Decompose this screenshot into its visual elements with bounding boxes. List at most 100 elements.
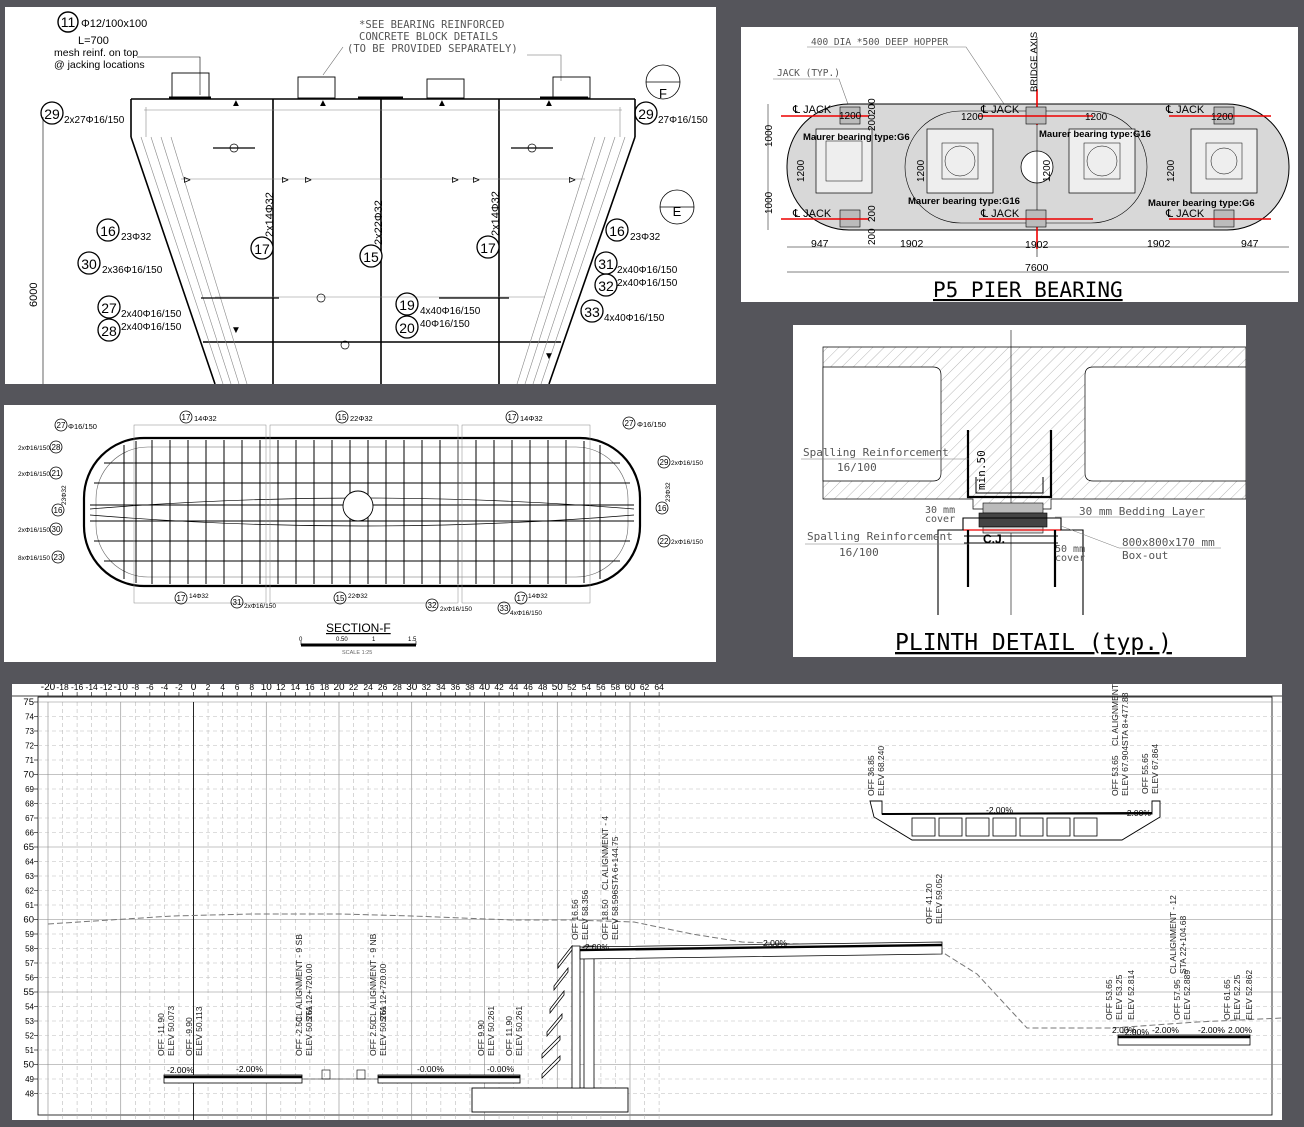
x-tick-label: 40 xyxy=(479,684,491,693)
section-f-title: SECTION-F xyxy=(326,621,391,635)
bridge-axis-label: BRIDGE AXIS xyxy=(1029,32,1040,92)
station-elev: ELEV 50.261 xyxy=(514,1006,524,1056)
bearing-plan-drawing: 400 DIA *500 DEEP HOPPER JACK (TYP.) BRI… xyxy=(764,32,1290,302)
slope-label: -0.00% xyxy=(417,1064,444,1074)
x-tick-label: 0 xyxy=(191,684,197,693)
station-off: OFF 53.65 xyxy=(1104,979,1114,1020)
x-tick-label: 48 xyxy=(538,684,548,692)
y-tick-label: 70 xyxy=(23,770,34,781)
label-number: 22 xyxy=(660,537,669,546)
jack-note: JACK (TYP.) xyxy=(777,68,840,79)
label-text: Φ16/150 xyxy=(68,422,97,431)
spalling-label-1: Spalling Reinforcement xyxy=(803,446,949,459)
bar-11-length: L=700 xyxy=(78,35,109,47)
cover-30: 30 mm xyxy=(925,505,955,516)
station-sta: STA 8+477.88 xyxy=(1120,692,1130,746)
scale-tick: 0.50 xyxy=(336,637,348,643)
x-tick-label: 14 xyxy=(291,684,301,692)
label-text: 14Φ32 xyxy=(194,414,217,423)
x-tick-label: 56 xyxy=(596,684,606,692)
callout-number: 19 xyxy=(399,297,415,313)
label-number: 23 xyxy=(54,553,63,562)
x-tick-label: 54 xyxy=(582,684,592,692)
label-number: 17 xyxy=(508,413,517,422)
y-tick-label: 54 xyxy=(25,1003,34,1012)
callout-number: 33 xyxy=(584,304,600,320)
callout-text: 27Φ16/150 xyxy=(658,115,708,126)
svg-text:▼: ▼ xyxy=(544,351,554,362)
label-text: 2xΦ16/150 xyxy=(671,539,703,546)
label-text: 2xΦ16/150 xyxy=(440,606,472,613)
label-number: 21 xyxy=(52,469,61,478)
svg-text:⊳: ⊳ xyxy=(183,175,191,186)
label-number: 31 xyxy=(233,598,242,607)
x-tick-label: 10 xyxy=(261,684,273,693)
svg-text:⊳: ⊳ xyxy=(281,175,289,186)
bar-11-note-1: mesh reinf. on top xyxy=(54,47,138,59)
y-tick-label: 59 xyxy=(25,930,34,939)
bearing-label: Maurer bearing type:G6 xyxy=(1148,198,1255,209)
svg-text:⊳: ⊳ xyxy=(472,175,480,186)
station-off: OFF 41.20 xyxy=(924,883,934,924)
slope-label: 2.00% xyxy=(1112,1025,1137,1035)
x-tick-label: 34 xyxy=(436,684,446,692)
section-marker-f: F xyxy=(659,86,667,101)
dim-1200: 1200 xyxy=(1085,112,1108,123)
bottom-dim: 947 xyxy=(1241,238,1259,250)
jack-label: ℄ JACK xyxy=(1165,208,1205,220)
y-tick-label: 71 xyxy=(25,756,34,765)
y-tick-label: 50 xyxy=(23,1060,34,1071)
slope-label: -2.00% xyxy=(986,805,1013,815)
boxout-label: 800x800x170 mm xyxy=(1122,536,1215,549)
x-tick-label: -20 xyxy=(41,684,56,693)
y-axis-ticks: 7574737271706968676665646362616059585756… xyxy=(23,697,38,1099)
station-cl: CL ALIGNMENT xyxy=(1110,684,1120,746)
y-tick-label: 72 xyxy=(25,742,34,751)
station-off: OFF 2.50 xyxy=(368,1020,378,1056)
slope-label: -0.00% xyxy=(487,1064,514,1074)
station-sta: STA 12+720.00 xyxy=(378,964,388,1022)
station-elev: ELEV 50.113 xyxy=(194,1006,204,1056)
spalling-label-2b: 16/100 xyxy=(839,546,879,559)
station-cl: CL ALIGNMENT - 9 NB xyxy=(368,933,378,1022)
station-sta: STA 12+720.00 xyxy=(304,964,314,1022)
callout-text: 2x40Φ16/150 xyxy=(617,278,678,289)
y-tick-label: 52 xyxy=(25,1032,34,1041)
x-tick-label: 26 xyxy=(378,684,388,692)
station-elev: ELEV 52.25 xyxy=(1232,974,1242,1020)
spalling-label-2: Spalling Reinforcement xyxy=(807,530,953,543)
dim-1000: 1000 xyxy=(764,191,775,214)
station-sta: STA 6+144.75 xyxy=(610,836,620,890)
svg-text:⊳: ⊳ xyxy=(451,175,459,186)
station-off: OFF 18.50 xyxy=(600,899,610,940)
station-sta: STA 22+104.68 xyxy=(1178,916,1188,974)
callout-number: 28 xyxy=(101,323,117,339)
bedding-layer: 30 mm Bedding Layer xyxy=(1079,505,1205,518)
plinth-detail-panel: Spalling Reinforcement 16/100 min.50 30 … xyxy=(793,325,1246,657)
section-f-panel: 27 Φ16/150 17 14Φ32 15 22Φ32 17 14Φ32 27… xyxy=(4,405,716,662)
callout-number: 15 xyxy=(363,249,379,265)
y-tick-label: 67 xyxy=(25,814,34,823)
y-tick-label: 51 xyxy=(25,1046,34,1055)
svg-text:▼: ▼ xyxy=(231,325,241,336)
station-elev: ELEV 52.889 xyxy=(1182,970,1192,1020)
svg-text:▲: ▲ xyxy=(437,98,447,109)
section-f-drawing: 27 Φ16/150 17 14Φ32 15 22Φ32 17 14Φ32 27… xyxy=(18,410,703,656)
dim-1200: 1200 xyxy=(1042,159,1053,182)
x-tick-label: 64 xyxy=(654,684,664,692)
x-tick-label: 28 xyxy=(392,684,402,692)
station-elev: ELEV 50.073 xyxy=(166,1006,176,1056)
label-text: 14Φ32 xyxy=(520,414,543,423)
callout-text: 23Φ32 xyxy=(630,232,661,243)
jack-label: ℄ JACK xyxy=(792,208,832,220)
label-text: 2xΦ16/150 xyxy=(671,460,703,467)
cover-50: 50 mm xyxy=(1055,544,1085,555)
rebar-callouts: 29 2x27Φ16/150 29 27Φ16/150 16 23Φ32 16 … xyxy=(40,101,708,342)
station-elev: ELEV 68.240 xyxy=(876,746,886,796)
label-text: 2xΦ16/150 xyxy=(18,445,50,452)
station-elev: ELEV 67.904 xyxy=(1120,746,1130,796)
cover-50b: cover xyxy=(1055,553,1085,564)
label-number: 17 xyxy=(517,594,526,603)
